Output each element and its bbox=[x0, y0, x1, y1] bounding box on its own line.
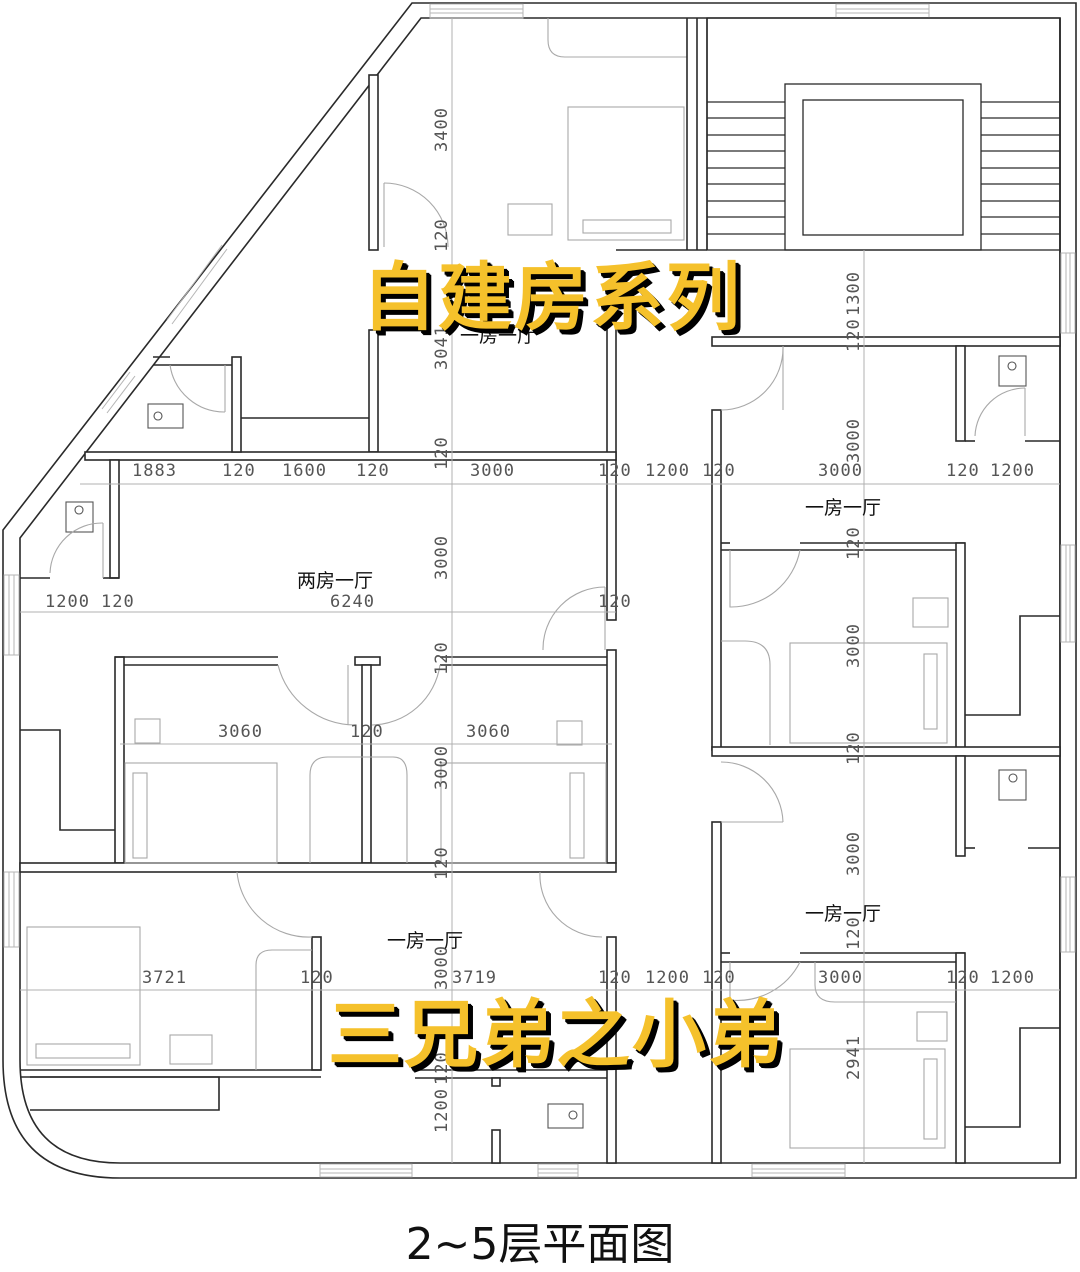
svg-text:120: 120 bbox=[432, 218, 452, 252]
left-unit-walls bbox=[19, 459, 617, 873]
svg-text:3000: 3000 bbox=[844, 623, 864, 668]
svg-text:120: 120 bbox=[432, 846, 452, 880]
svg-text:120: 120 bbox=[598, 968, 632, 988]
svg-text:1600: 1600 bbox=[282, 461, 327, 481]
svg-text:120: 120 bbox=[350, 722, 384, 742]
svg-text:1200: 1200 bbox=[432, 1088, 452, 1133]
bottom-unit-walls bbox=[20, 871, 617, 1164]
room-label-right-lower-unit: 一房一厅 bbox=[805, 903, 881, 925]
svg-text:1200: 1200 bbox=[645, 968, 690, 988]
svg-text:120: 120 bbox=[946, 968, 980, 988]
svg-text:120: 120 bbox=[222, 461, 256, 481]
right-upper-unit-walls bbox=[711, 336, 1061, 757]
svg-text:120: 120 bbox=[702, 968, 736, 988]
bathroom-fixtures-topleft bbox=[147, 364, 226, 429]
staircase bbox=[696, 17, 1061, 251]
svg-text:3000: 3000 bbox=[432, 535, 452, 580]
room-label-right-upper-unit: 一房一厅 bbox=[805, 497, 881, 519]
svg-text:1200: 1200 bbox=[990, 968, 1035, 988]
svg-text:120: 120 bbox=[844, 916, 864, 950]
svg-text:6240: 6240 bbox=[330, 592, 375, 612]
svg-text:120: 120 bbox=[702, 461, 736, 481]
svg-text:120: 120 bbox=[300, 968, 334, 988]
room-labels: 一房一厅 两房一厅 一房一厅 一房一厅 一房一厅 bbox=[297, 325, 881, 952]
svg-text:3400: 3400 bbox=[432, 107, 452, 152]
room-label-left-unit: 两房一厅 bbox=[297, 570, 373, 592]
overlay-title-bottom: 三兄弟之小弟 bbox=[328, 992, 784, 1078]
dimension-labels: 1883 120 1600 120 3000 120 1200 120 3000… bbox=[45, 107, 1035, 1133]
svg-text:3721: 3721 bbox=[142, 968, 187, 988]
svg-text:120: 120 bbox=[946, 461, 980, 481]
dimension-lines bbox=[20, 18, 1060, 1163]
svg-text:3060: 3060 bbox=[218, 722, 263, 742]
svg-text:3000: 3000 bbox=[470, 461, 515, 481]
right-lower-unit-walls bbox=[711, 755, 1060, 1164]
svg-text:120: 120 bbox=[432, 641, 452, 675]
svg-text:3719: 3719 bbox=[452, 968, 497, 988]
svg-text:120: 120 bbox=[432, 1051, 452, 1085]
svg-text:3000: 3000 bbox=[432, 745, 452, 790]
svg-text:3041: 3041 bbox=[432, 325, 452, 370]
svg-text:120: 120 bbox=[844, 731, 864, 765]
svg-text:1883: 1883 bbox=[132, 461, 177, 481]
overlay-title-top: 自建房系列 bbox=[362, 255, 742, 341]
svg-text:3000: 3000 bbox=[844, 418, 864, 463]
svg-text:3000: 3000 bbox=[818, 968, 863, 988]
svg-text:120: 120 bbox=[101, 592, 135, 612]
room-label-top-unit: 一房一厅 bbox=[460, 325, 536, 347]
svg-text:120: 120 bbox=[598, 592, 632, 612]
windows bbox=[3, 3, 1076, 1178]
svg-text:120: 120 bbox=[598, 461, 632, 481]
svg-text:3000: 3000 bbox=[432, 945, 452, 990]
svg-text:2941: 2941 bbox=[844, 1035, 864, 1080]
svg-text:3000: 3000 bbox=[844, 831, 864, 876]
svg-text:1300: 1300 bbox=[844, 271, 864, 316]
svg-text:120: 120 bbox=[356, 461, 390, 481]
svg-text:120: 120 bbox=[844, 526, 864, 560]
svg-text:1200: 1200 bbox=[645, 461, 690, 481]
svg-text:3060: 3060 bbox=[466, 722, 511, 742]
room-label-bottom-unit: 一房一厅 bbox=[387, 930, 463, 952]
svg-text:120: 120 bbox=[844, 318, 864, 352]
svg-text:1200: 1200 bbox=[990, 461, 1035, 481]
plan-caption: 2~5层平面图 bbox=[405, 1219, 675, 1270]
svg-text:3000: 3000 bbox=[818, 461, 863, 481]
svg-text:120: 120 bbox=[432, 436, 452, 470]
top-unit-walls bbox=[84, 18, 707, 621]
svg-text:1200: 1200 bbox=[45, 592, 90, 612]
